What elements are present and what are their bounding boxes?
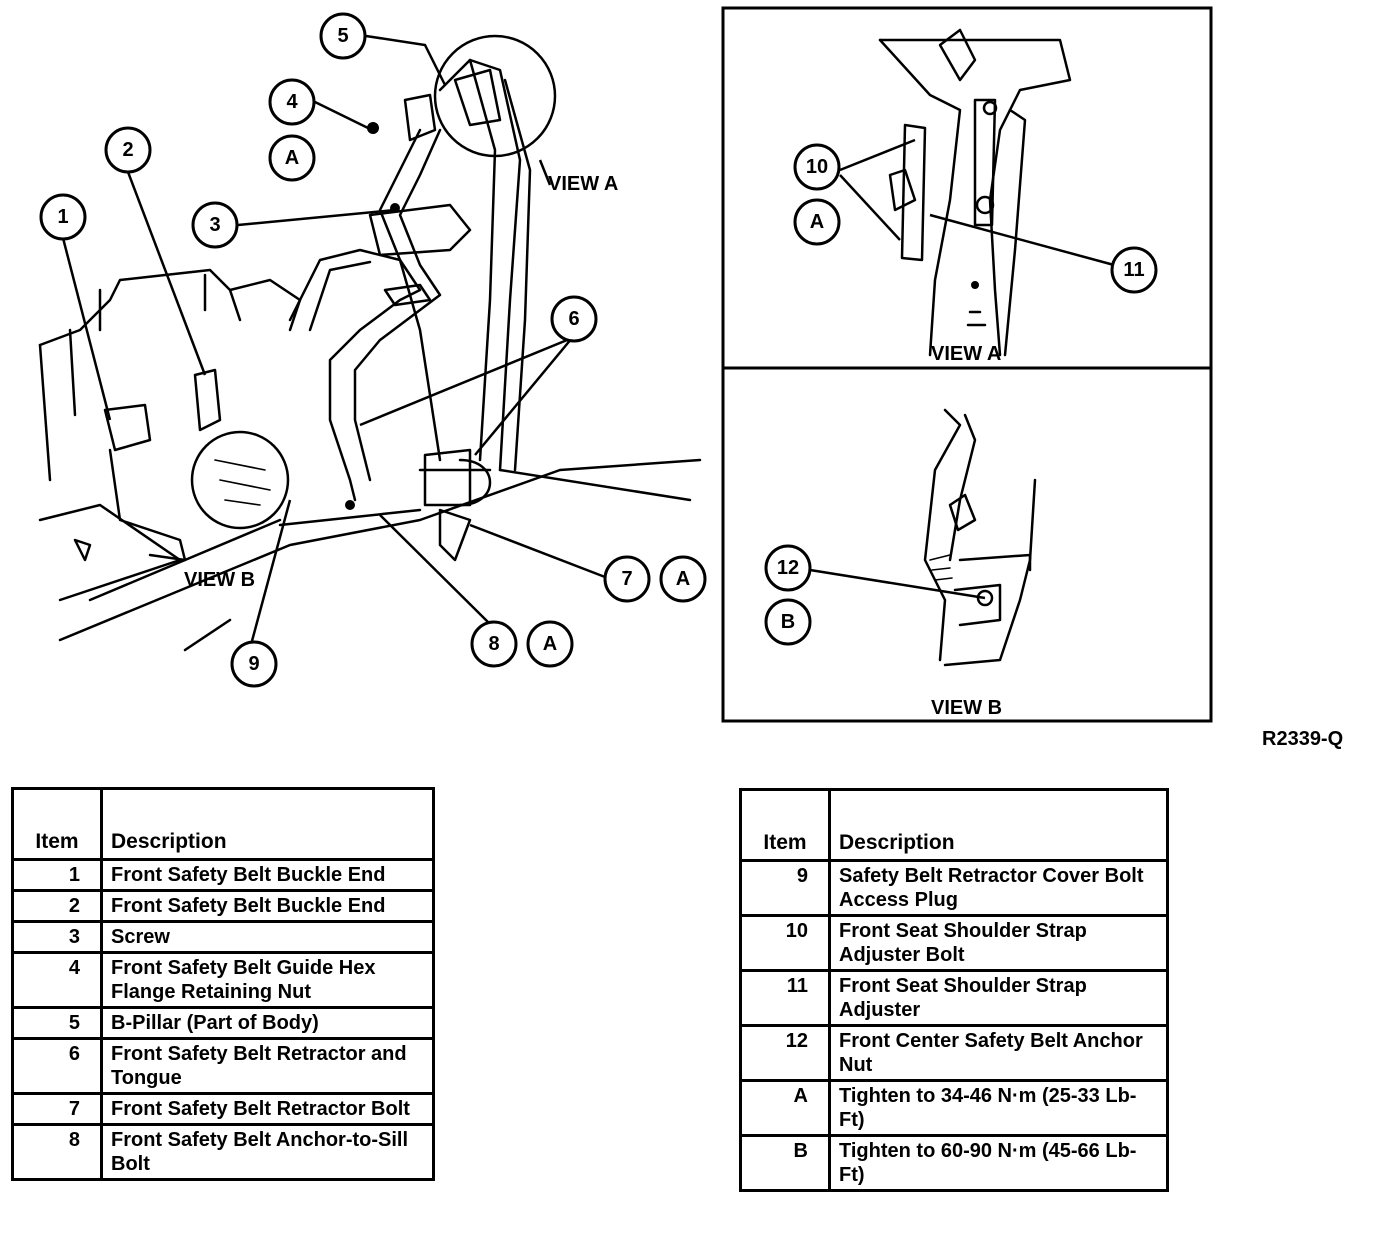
svg-text:A: A: [543, 633, 557, 655]
description-column-header: Description: [828, 788, 1169, 862]
main-illustration: [38, 34, 702, 652]
item-description: Tighten to 60-90 N·m (45-66 Lb-Ft): [828, 1134, 1169, 1192]
callout-5: 5: [319, 12, 367, 60]
svg-text:3: 3: [209, 214, 220, 236]
callout-12: 12: [764, 544, 812, 592]
item-description: Front Center Safety Belt Anchor Nut: [828, 1024, 1169, 1082]
callout-4: 4: [268, 78, 316, 126]
item-description: Front Seat Shoulder Strap Adjuster: [828, 969, 1169, 1027]
legend-header-row: Item Description: [11, 787, 435, 861]
legend-header-row: Item Description: [739, 788, 1169, 862]
svg-text:4: 4: [286, 91, 298, 113]
item-number: A: [739, 1079, 831, 1137]
callout-1: 1: [39, 193, 87, 241]
view-b-inset-label: VIEW B: [931, 697, 1002, 719]
item-number: 7: [11, 1092, 103, 1126]
item-number: 2: [11, 889, 103, 923]
item-number: 1: [11, 858, 103, 892]
view-a-main-label: VIEW A: [548, 173, 618, 195]
item-number: 8: [11, 1123, 103, 1181]
seat-belt-diagram: VIEW A VIEW B VIEW A VIEW B 1 2 3 4 A 5 …: [38, 6, 1213, 723]
item-description: B-Pillar (Part of Body): [100, 1006, 435, 1040]
callout-7: 7: [603, 555, 651, 603]
svg-text:12: 12: [777, 557, 799, 579]
item-number: 5: [11, 1006, 103, 1040]
svg-text:8: 8: [488, 633, 499, 655]
view-a-inset-label: VIEW A: [931, 343, 1001, 365]
svg-text:A: A: [676, 568, 690, 590]
view-b-main-label: VIEW B: [184, 569, 255, 591]
view-b-inset-art: VIEW B: [923, 408, 1037, 719]
callout-10: 10: [793, 143, 841, 191]
callout-9: 9: [230, 640, 278, 688]
callout-3: 3: [191, 201, 239, 249]
item-number: 10: [739, 914, 831, 972]
item-number: 4: [11, 951, 103, 1009]
callout-8: 8: [470, 620, 518, 668]
item-description: Tighten to 34-46 N·m (25-33 Lb-Ft): [828, 1079, 1169, 1137]
item-number: B: [739, 1134, 831, 1192]
callout-4-torque: A: [268, 134, 316, 182]
svg-text:9: 9: [248, 653, 259, 675]
item-number: 11: [739, 969, 831, 1027]
item-description: Front Safety Belt Buckle End: [100, 858, 435, 892]
description-column-header: Description: [100, 787, 435, 861]
svg-text:1: 1: [57, 206, 68, 228]
item-column-header: Item: [739, 788, 831, 862]
leader-lines: [61, 34, 1115, 642]
callout-6: 6: [550, 295, 598, 343]
svg-text:B: B: [781, 611, 795, 633]
item-description: Front Safety Belt Buckle End: [100, 889, 435, 923]
item-number: 9: [739, 859, 831, 917]
figure-reference-code: R2339-Q: [1262, 728, 1344, 750]
item-description: Front Safety Belt Guide Hex Flange Retai…: [100, 951, 435, 1009]
callout-12-torque: B: [764, 598, 812, 646]
view-a-inset-art: VIEW A: [878, 28, 1072, 365]
svg-text:7: 7: [621, 568, 632, 590]
svg-text:A: A: [285, 147, 299, 169]
svg-text:A: A: [810, 211, 824, 233]
item-number: 3: [11, 920, 103, 954]
item-description: Front Safety Belt Anchor-to-Sill Bolt: [100, 1123, 435, 1181]
svg-text:2: 2: [122, 139, 133, 161]
item-number: 12: [739, 1024, 831, 1082]
item-number: 6: [11, 1037, 103, 1095]
svg-text:6: 6: [568, 308, 579, 330]
inset-frame: [721, 6, 1213, 723]
callout-10-torque: A: [793, 198, 841, 246]
svg-text:10: 10: [806, 156, 828, 178]
callout-7-torque: A: [659, 555, 707, 603]
item-description: Front Safety Belt Retractor Bolt: [100, 1092, 435, 1126]
item-description: Screw: [100, 920, 435, 954]
item-description: Front Seat Shoulder Strap Adjuster Bolt: [828, 914, 1169, 972]
item-column-header: Item: [11, 787, 103, 861]
svg-text:5: 5: [337, 25, 348, 47]
callout-11: 11: [1110, 246, 1158, 294]
item-description: Front Safety Belt Retractor and Tongue: [100, 1037, 435, 1095]
callout-2: 2: [104, 126, 152, 174]
callout-8-torque: A: [526, 620, 574, 668]
svg-text:11: 11: [1123, 259, 1144, 281]
item-description: Safety Belt Retractor Cover Bolt Access …: [828, 859, 1169, 917]
